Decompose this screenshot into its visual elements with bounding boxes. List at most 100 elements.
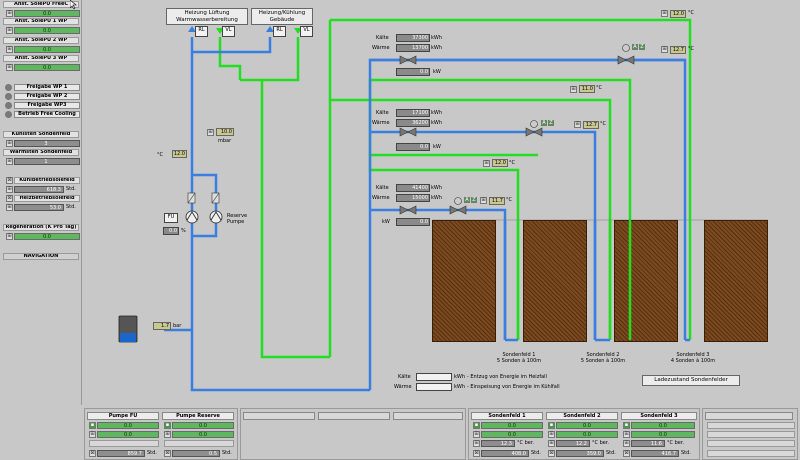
settings-icon[interactable]: ⊞ <box>6 64 13 71</box>
legend-waerme-box <box>416 383 452 391</box>
settings-icon[interactable]: ⊞ <box>473 431 480 438</box>
freigabe-wp3-button[interactable]: Freigabe WP3 <box>14 102 80 109</box>
settings-icon[interactable]: ⊞ <box>207 129 214 136</box>
vl-label: VL <box>225 27 232 33</box>
s2-val1: 0.0 <box>556 422 618 429</box>
reset-icon[interactable]: ⊠ <box>623 450 630 457</box>
settings-icon[interactable]: ⊞ <box>548 440 555 447</box>
warmwasser-title: Warmwasserbereitung <box>176 17 238 23</box>
status-icon <box>5 84 12 91</box>
freigabe-wp2-button[interactable]: Freigabe WP 2 <box>14 93 80 100</box>
settings-icon[interactable]: ⊞ <box>6 204 13 211</box>
status-icon <box>5 93 12 100</box>
settings-icon[interactable]: ⊞ <box>623 440 630 447</box>
settings-icon[interactable]: ⊞ <box>570 86 577 93</box>
status-icon <box>5 111 12 118</box>
soil-block <box>704 220 768 342</box>
empty-slot <box>164 440 234 447</box>
settings-icon[interactable]: ⊞ <box>574 121 581 128</box>
settings-icon[interactable]: ⊞ <box>6 46 13 53</box>
fu-button[interactable]: FU <box>164 213 178 223</box>
legend-waerme-desc: - Einspeisung von Energie im Kühlfall <box>467 384 560 390</box>
zu-icon[interactable]: Z <box>471 197 477 203</box>
sondenfeld2-name: Sondenfeld 2 <box>586 352 620 358</box>
unit-kw: kW <box>433 144 441 150</box>
reset-icon[interactable]: ⊠ <box>6 195 13 202</box>
rl-box: RL <box>273 26 286 37</box>
settings-icon[interactable]: ⊞ <box>164 431 171 438</box>
auto-icon[interactable]: A <box>464 197 470 203</box>
reset-icon[interactable]: ⊠ <box>6 177 13 184</box>
free-cooling-button[interactable]: Betrieb Free Cooling <box>14 111 80 118</box>
pumpe-reserve-title: Pumpe Reserve <box>162 412 234 420</box>
ladezustand-button[interactable]: Ladezustand Sondenfelder <box>642 375 740 386</box>
unit-percent: % <box>181 228 186 234</box>
s3-temp: 11.6 <box>631 440 665 447</box>
tank-pressure-value: 1.7 <box>153 322 171 330</box>
run-icon[interactable]: ▪ <box>548 422 555 429</box>
settings-icon[interactable]: ⊞ <box>6 140 13 147</box>
heizung-lueftung-box[interactable]: Heizung Lüftung Warmwasserbereitung <box>166 8 248 25</box>
empty-slot <box>707 450 795 457</box>
freigabe-wp1-button[interactable]: Freigabe WP 1 <box>14 84 80 91</box>
settings-icon[interactable]: ⊞ <box>483 160 490 167</box>
pump-symbols <box>185 210 223 224</box>
label-waermsten: Wärmsten Sondenfeld <box>3 149 79 156</box>
reset-icon[interactable]: ⊠ <box>473 450 480 457</box>
settings-icon[interactable]: ⊞ <box>6 233 13 240</box>
rl-label: RL <box>276 27 283 33</box>
settings-icon[interactable]: ⊞ <box>480 197 487 204</box>
settings-icon[interactable]: ⊞ <box>89 431 96 438</box>
auto-icon[interactable]: A <box>632 44 638 50</box>
waerme-value: 15000 <box>396 194 430 202</box>
settings-icon[interactable]: ⊞ <box>6 158 13 165</box>
settings-icon[interactable]: ⊞ <box>6 27 13 34</box>
reset-icon[interactable]: ⊠ <box>548 450 555 457</box>
rl-label: RL <box>198 27 205 33</box>
unit-std: Std. <box>66 204 76 210</box>
settings-icon[interactable]: ⊞ <box>661 46 668 53</box>
reset-icon[interactable]: ⊠ <box>164 450 171 457</box>
zu-icon[interactable]: Z <box>639 44 645 50</box>
temp-left-value: 12.0 <box>172 150 187 158</box>
empty-slot <box>89 440 159 447</box>
temp-field2-right: 12.0 <box>492 159 508 167</box>
sondenfeld1-name: Sondenfeld 1 <box>502 352 536 358</box>
unit-kwh: kWh <box>431 185 443 191</box>
unit-celsius: °C <box>157 152 163 158</box>
waerme-value: 13700 <box>396 44 430 52</box>
heizung-kuehlung-box[interactable]: Heizung/Kühlung Gebäude <box>251 8 313 25</box>
unit-std: Std. <box>531 450 541 456</box>
auto-icon[interactable]: A <box>541 120 547 126</box>
bottom-panel-pumps: Pumpe FU Pumpe Reserve ▪ 0.0 ⊞ 0.0 ⊠ 859… <box>84 408 238 460</box>
settings-icon[interactable]: ⊞ <box>548 431 555 438</box>
settings-icon[interactable]: ⊞ <box>473 440 480 447</box>
unit-kwh: kWh <box>431 35 443 41</box>
kaelte-label: Kälte <box>376 185 389 191</box>
settings-icon[interactable]: ⊞ <box>6 10 13 17</box>
run-icon[interactable]: ▪ <box>473 422 480 429</box>
run-icon[interactable]: ▪ <box>89 422 96 429</box>
unit-bar: bar <box>173 323 182 329</box>
p1-hours: 859.7 <box>97 450 145 457</box>
kaelte-value: 37300 <box>396 34 430 42</box>
heizung-kuehlung-title: Heizung/Kühlung <box>258 10 306 16</box>
settings-icon[interactable]: ⊞ <box>623 431 630 438</box>
temp-field1-right: 11.0 <box>579 85 595 93</box>
settings-icon[interactable]: ⊞ <box>6 186 13 193</box>
zu-icon[interactable]: Z <box>548 120 554 126</box>
waerme-value: 36200 <box>396 119 430 127</box>
value-kuehlbetrieb: 618.3 <box>14 186 64 193</box>
s3-hours: 416.7 <box>631 450 679 457</box>
pumpe-fu-title: Pumpe FU <box>87 412 159 420</box>
run-icon[interactable]: ▪ <box>164 422 171 429</box>
reset-icon[interactable]: ⊠ <box>89 450 96 457</box>
kw-value: 0.0 <box>396 68 430 76</box>
value-waermsten: 1 <box>14 158 80 165</box>
run-icon[interactable]: ▪ <box>623 422 630 429</box>
navigation-button[interactable]: NAVIGATION <box>3 253 79 260</box>
heizung-lueftung-title: Heizung Lüftung <box>184 10 230 16</box>
settings-icon[interactable]: ⊞ <box>661 10 668 17</box>
kaelte-label: Kälte <box>376 110 389 116</box>
unit-celsius: °C <box>688 10 694 16</box>
